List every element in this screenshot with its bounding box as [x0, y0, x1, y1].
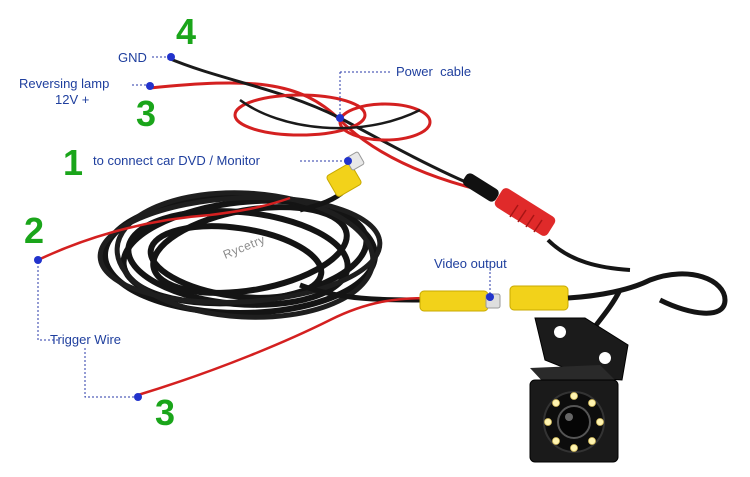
- power-cable-label: Power cable: [396, 64, 472, 79]
- marker-dots: [34, 53, 494, 401]
- power-connector-tail: [546, 238, 631, 272]
- number-gnd: 4: [176, 11, 197, 52]
- camera-led-ring: [544, 392, 604, 452]
- number-trigger-bottom: 3: [155, 392, 176, 433]
- power-connector-black-sleeve: [462, 173, 499, 202]
- power-cable-loop-left: [233, 93, 367, 137]
- gnd-label: GND: [118, 50, 147, 65]
- main-cable-coil-7: [97, 195, 383, 305]
- leader-lines: [37, 56, 491, 398]
- trigger-wire-red-upper: [37, 196, 291, 262]
- connect-dvd-label: to connect car DVD / Monitor: [93, 153, 260, 168]
- camera-lens: [557, 405, 591, 439]
- camera-body-top: [530, 365, 615, 384]
- power-connector-red-ribs: [509, 204, 543, 233]
- rca-video-right-cable: [567, 271, 728, 316]
- bracket-hole-1: [554, 326, 566, 338]
- main-cable-coil-5: [147, 223, 325, 301]
- number-connect-dvd: 1: [63, 142, 84, 183]
- video-output-label: Video output: [434, 256, 507, 271]
- reversing-voltage-label: 12V +: [55, 92, 90, 107]
- main-cable-to-video: [299, 282, 431, 303]
- power-cable-red-wire: [149, 81, 481, 192]
- power-cable-loop-black: [239, 98, 421, 130]
- camera-lens-glare: [565, 413, 573, 421]
- number-trigger-left: 2: [24, 210, 45, 251]
- trigger-wire-label: Trigger Wire: [50, 332, 122, 347]
- rca-dvd-yellow-body: [326, 163, 362, 197]
- rca-video-left-body: [419, 290, 489, 312]
- rca-video-right-body: [509, 285, 569, 311]
- number-reversing-lamp: 3: [136, 93, 157, 134]
- bracket-hole-2: [599, 352, 611, 364]
- reversing-lamp-label: Reversing lamp: [19, 76, 110, 91]
- trigger-wire-red-lower: [137, 296, 431, 397]
